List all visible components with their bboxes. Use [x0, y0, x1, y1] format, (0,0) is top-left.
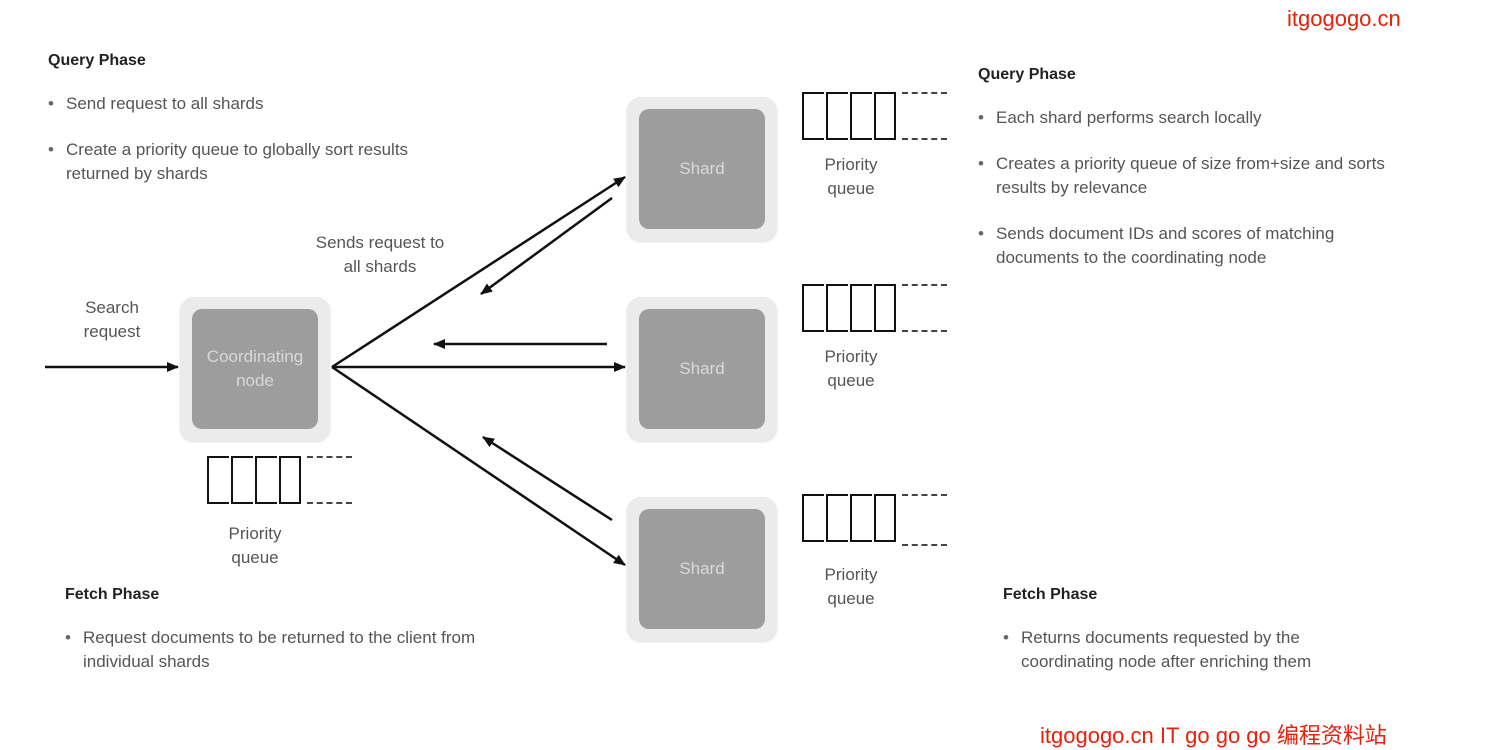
right-fetch-heading: Fetch Phase: [1003, 586, 1098, 603]
watermark-bottom: itgogogo.cn IT go go go 编程资料站: [1040, 723, 1387, 748]
priority-queue-shard-bottom: [802, 494, 947, 546]
shard-node-bottom: Shard: [627, 497, 777, 641]
right-query-phase: Query Phase Each shard performs search l…: [978, 66, 1418, 292]
sends-request-label: Sends request to all shards: [315, 233, 445, 276]
shard-node-middle: Shard: [627, 297, 777, 441]
shard-label: Shard: [639, 509, 765, 629]
priority-queue-shard-middle: [802, 284, 947, 336]
shard-label: Shard: [639, 309, 765, 429]
left-fetch-bullet: Request documents to be returned to the …: [65, 626, 505, 674]
watermark-top: itgogogo.cn: [1287, 6, 1401, 31]
shard-node-top: Shard: [627, 97, 777, 241]
right-fetch-bullets: Returns documents requested by the coord…: [1003, 626, 1363, 674]
priority-queue-label: Priority queue: [824, 155, 878, 198]
right-query-bullet: Sends document IDs and scores of matchin…: [978, 222, 1418, 270]
shard-label: Shard: [639, 109, 765, 229]
left-query-bullet: Create a priority queue to globally sort…: [48, 138, 428, 186]
right-query-bullet: Each shard performs search locally: [978, 106, 1418, 130]
left-query-bullet: Send request to all shards: [48, 92, 428, 116]
priority-queue-label: Priority queue: [228, 524, 282, 567]
left-fetch-bullets: Request documents to be returned to the …: [65, 626, 505, 674]
left-query-phase: Query Phase Send request to all shards C…: [48, 52, 428, 208]
priority-queue-shard-top: [802, 92, 947, 144]
coordinating-node: Coordinating node: [180, 297, 330, 441]
right-fetch-bullet: Returns documents requested by the coord…: [1003, 626, 1363, 674]
arrow-to-shard-top: [331, 175, 626, 369]
return-arrow-top: [480, 196, 613, 296]
priority-queue-label: Priority queue: [824, 565, 878, 608]
priority-queue-coordinating: [207, 456, 352, 508]
right-query-bullets: Each shard performs search locally Creat…: [978, 106, 1418, 270]
return-arrow-bottom: [482, 435, 613, 522]
left-query-heading: Query Phase: [48, 52, 146, 69]
left-fetch-heading: Fetch Phase: [65, 586, 160, 603]
arrow-to-shard-bottom: [331, 365, 626, 567]
priority-queue-label: Priority queue: [824, 347, 878, 390]
coordinating-node-label: Coordinating node: [192, 309, 318, 429]
left-fetch-phase: Fetch Phase Request documents to be retu…: [65, 586, 505, 696]
right-fetch-phase: Fetch Phase Returns documents requested …: [1003, 586, 1363, 696]
right-query-bullet: Creates a priority queue of size from+si…: [978, 152, 1418, 200]
right-query-heading: Query Phase: [978, 66, 1076, 83]
left-query-bullets: Send request to all shards Create a prio…: [48, 92, 428, 186]
search-request-label: Search request: [83, 298, 141, 341]
